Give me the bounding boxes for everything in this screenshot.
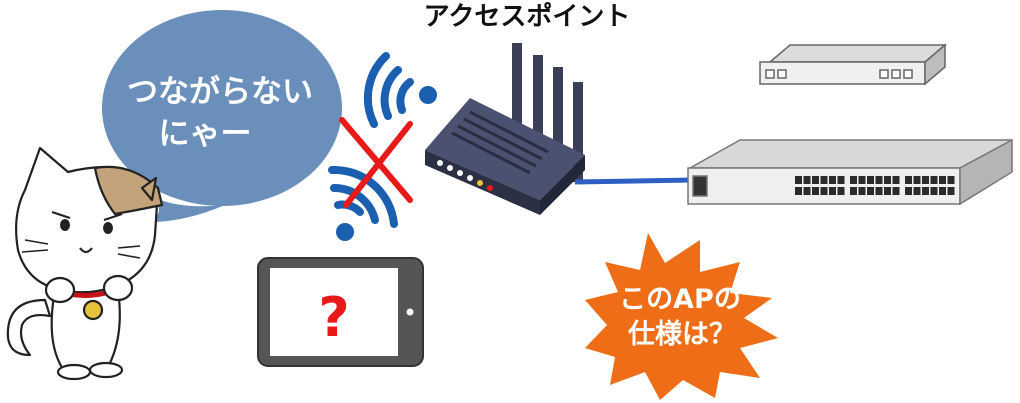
switch-port [803,176,811,184]
switch-port [884,187,891,195]
switch-port [867,187,874,195]
switch-port [939,176,946,184]
switch-port [812,176,819,184]
no-connection-cross-icon [339,117,413,208]
wifi-signal-icon-device [328,165,398,241]
switch-port [913,176,921,184]
tablet-device: ? [257,257,424,367]
switch-port [795,176,802,184]
switch-port [930,187,938,195]
switch-port [922,187,929,195]
access-point-title: アクセスポイント [424,1,631,32]
small-network-device [759,43,948,86]
switch-port [892,187,900,195]
switch-port [947,176,955,184]
switch-port [875,187,883,195]
switch-port [930,176,938,184]
bubble-text-line2: にゃー [159,116,252,152]
switch-port [858,176,866,184]
switch-port [875,176,883,184]
switch-port [939,187,946,195]
switch-port [905,176,912,184]
switch-port [858,187,866,195]
switch-port [884,176,891,184]
network-cable [574,177,693,185]
network-switch [687,138,1013,206]
speech-bubble: つながらない にゃー [102,10,342,222]
burst-text-line1: このAPの [619,284,741,315]
switch-port [850,176,857,184]
burst-text-line2: 仕様は？ [627,319,736,350]
switch-port [850,187,857,195]
switch-port [820,187,828,195]
switch-port [829,176,836,184]
switch-port [867,176,874,184]
bubble-text-line1: つながらない [127,74,313,110]
question-mark-icon: ? [318,286,349,349]
switch-port [922,176,929,184]
cat-character [6,146,164,381]
switch-port [913,187,921,195]
question-burst: このAPの 仕様は？ [585,233,778,400]
switch-port [905,187,912,195]
switch-port [837,176,845,184]
switch-port [947,187,955,195]
access-point-router [425,43,585,215]
wifi-signal-icon [363,52,437,128]
switch-port [812,187,819,195]
switch-port [829,187,836,195]
switch-port [837,187,845,195]
switch-port [892,176,900,184]
switch-port [820,176,828,184]
switch-port [795,187,802,195]
switch-port [803,187,811,195]
